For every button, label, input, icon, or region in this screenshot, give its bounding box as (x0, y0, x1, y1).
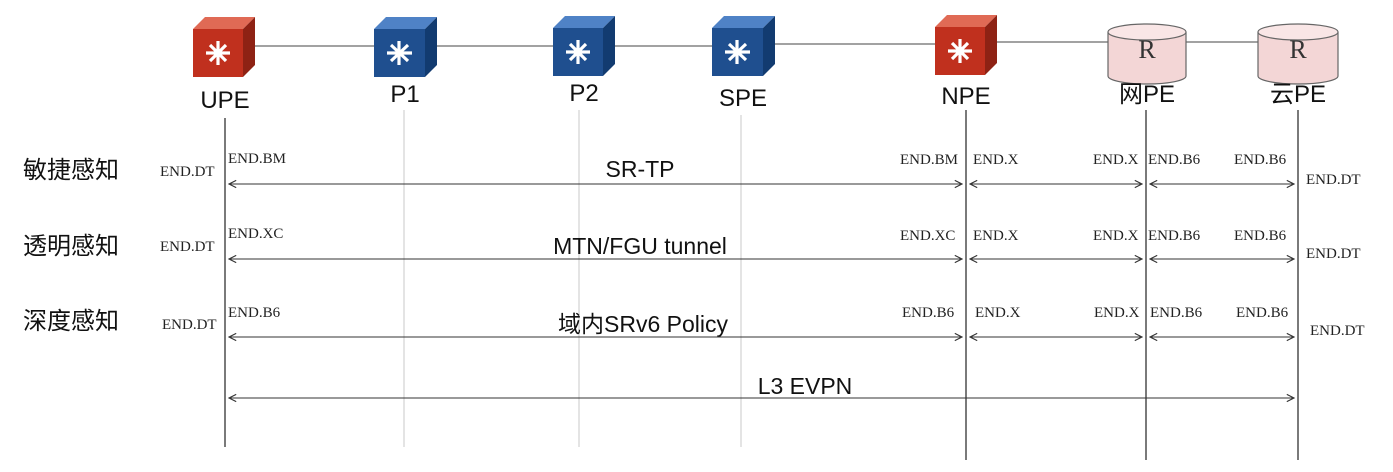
node-label-upe: UPE (200, 87, 249, 114)
npe-router-icon (935, 15, 997, 75)
node-labels: UPE P1 P2 SPE NPE 网PE 云PE (200, 80, 1326, 114)
sid-wangpe-left: END.X (1094, 305, 1140, 321)
row-transparent: 透明感知 END.DT END.XC MTN/FGU tunnel END.XC… (23, 226, 1361, 262)
node-label-p1: P1 (390, 81, 419, 108)
row-label: 深度感知 (23, 307, 119, 335)
yunpe-cylinder-icon: R (1257, 23, 1339, 85)
node-label-p2: P2 (569, 80, 598, 107)
node-label-npe: NPE (941, 83, 990, 110)
sid-npe-left: END.B6 (902, 305, 955, 321)
sid-npe-left: END.BM (900, 152, 958, 168)
row-label: 透明感知 (23, 232, 119, 260)
spe-router-icon (712, 16, 775, 76)
upe-router-icon (193, 17, 255, 77)
sid-npe-right: END.X (975, 305, 1021, 321)
yunpe-icon-letter: R (1289, 35, 1307, 64)
sid-npe-right: END.X (973, 152, 1019, 168)
sid-right-outer: END.DT (1306, 172, 1361, 188)
sid-left-outer: END.DT (160, 164, 215, 180)
sid-right-outer: END.DT (1310, 323, 1365, 339)
node-label-yunpe: 云PE (1270, 81, 1326, 108)
p1-router-icon (374, 17, 437, 77)
sid-wangpe-left: END.X (1093, 152, 1139, 168)
sid-upe: END.BM (228, 151, 286, 167)
sid-right-outer: END.DT (1306, 246, 1361, 262)
sid-left-outer: END.DT (162, 317, 217, 333)
row-deep: 深度感知 END.DT END.B6 域内SRv6 Policy END.B6 … (23, 305, 1365, 339)
sid-yunpe-left: END.B6 (1234, 228, 1287, 244)
p2-router-icon (553, 16, 615, 76)
sid-yunpe-left: END.B6 (1234, 152, 1287, 168)
device-icons: R R (193, 15, 1339, 85)
tunnel-label: 域内SRv6 Policy (558, 311, 728, 337)
topology-links (255, 41, 1258, 47)
sid-yunpe-left: END.B6 (1236, 305, 1289, 321)
sid-npe-left: END.XC (900, 228, 955, 244)
sid-wangpe-left: END.X (1093, 228, 1139, 244)
node-label-spe: SPE (719, 85, 767, 112)
row-label: 敏捷感知 (23, 156, 119, 184)
sid-upe: END.B6 (228, 305, 281, 321)
wangpe-icon-letter: R (1138, 35, 1156, 64)
sid-wangpe-right: END.B6 (1148, 228, 1201, 244)
sid-upe: END.XC (228, 226, 283, 242)
row-evpn: L3 EVPN (229, 373, 1294, 399)
node-label-wangpe: 网PE (1119, 81, 1175, 108)
wangpe-cylinder-icon: R (1107, 23, 1187, 85)
tunnel-label: SR-TP (606, 156, 675, 182)
sid-left-outer: END.DT (160, 239, 215, 255)
sid-wangpe-right: END.B6 (1148, 152, 1201, 168)
evpn-label: L3 EVPN (758, 373, 853, 399)
vertical-guides (224, 110, 1299, 460)
row-agile: 敏捷感知 END.DT END.BM SR-TP END.BM END.X EN… (23, 151, 1361, 188)
sid-wangpe-right: END.B6 (1150, 305, 1203, 321)
tunnel-label: MTN/FGU tunnel (553, 233, 727, 259)
sid-npe-right: END.X (973, 228, 1019, 244)
